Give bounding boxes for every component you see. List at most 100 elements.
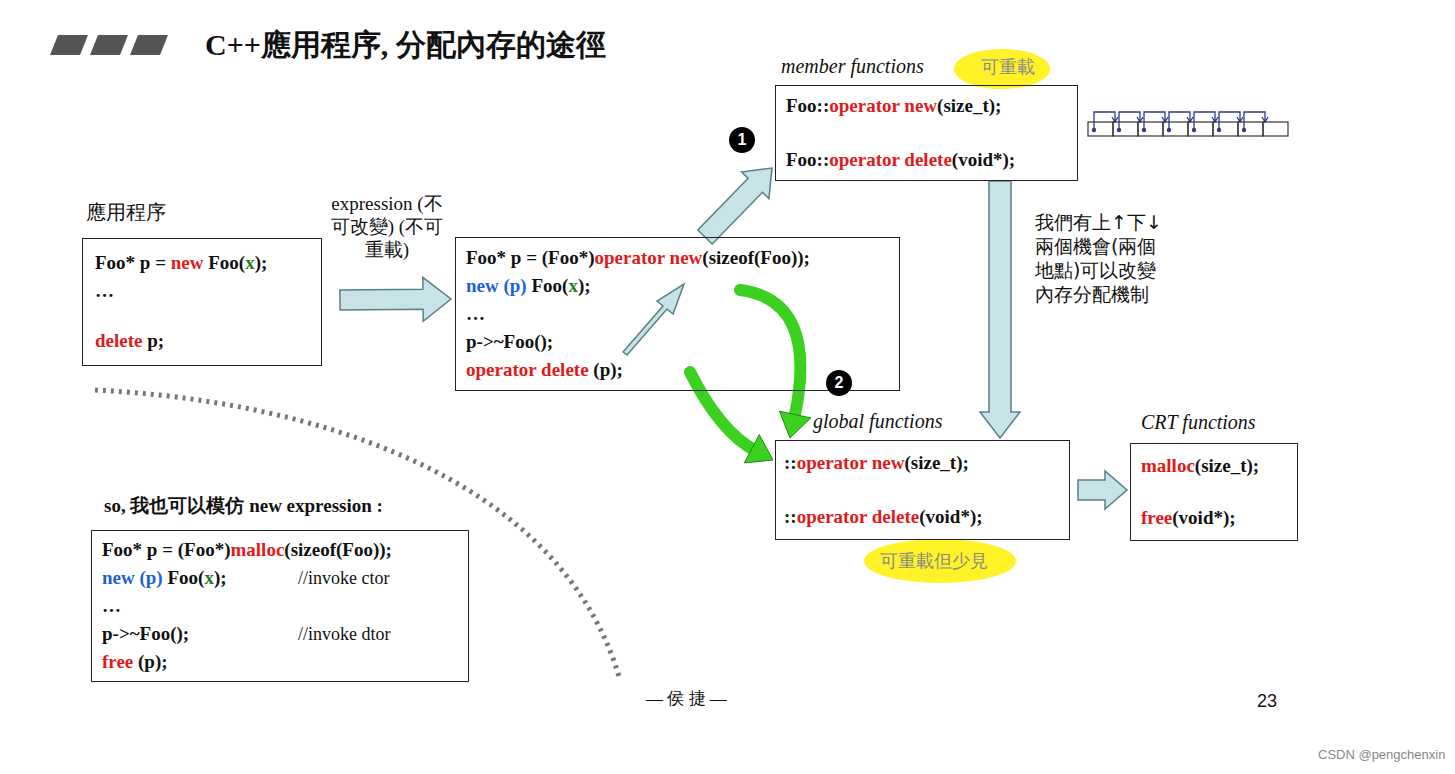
- block-arrow: [698, 168, 772, 244]
- pool-cell: [1238, 122, 1263, 136]
- page-number: 23: [1257, 690, 1277, 712]
- box-heading: so, 我也可以模仿 new expression :: [104, 493, 383, 519]
- keyword: delete: [95, 330, 142, 351]
- edge-label: expression (不可改變) (不可重載): [328, 192, 446, 261]
- keyword: operator new: [829, 95, 937, 116]
- code-line: Foo::operator delete(void*);: [786, 146, 1015, 174]
- keyword: operator new: [797, 452, 905, 473]
- code-line: Foo* p = (Foo*)malloc(sizeof(Foo));: [102, 536, 392, 564]
- code-line: Foo* p = (Foo*)operator new(sizeof(Foo))…: [466, 244, 810, 272]
- arrow-head: [779, 411, 810, 438]
- keyword: operator delete: [829, 149, 952, 170]
- code-line: …: [102, 592, 121, 620]
- pool-link: [1094, 112, 1118, 130]
- code-row: Foo::operator delete(void*);: [786, 146, 1067, 174]
- title: C++應用程序, 分配內存的途徑: [205, 26, 606, 64]
- code-row: p->~Foo();: [466, 328, 889, 356]
- green-arrow: [740, 290, 811, 438]
- code-row: new (p) Foo(x);//invoke ctor: [102, 564, 458, 592]
- code-comment: //invoke ctor: [298, 564, 389, 592]
- pool-cell: [1188, 122, 1213, 136]
- code-box: Foo* p = new Foo(x);…delete p;應用程序: [82, 238, 322, 366]
- block-arrow: [1078, 471, 1127, 509]
- pool-cell: [1138, 122, 1163, 136]
- pool-link: [1144, 112, 1168, 130]
- code-row: Foo* p = (Foo*)malloc(sizeof(Foo));: [102, 536, 458, 564]
- pool-link: [1219, 112, 1243, 130]
- arrow-shape: [980, 181, 1020, 438]
- keyword: operator delete: [797, 506, 920, 527]
- title-block: [90, 35, 128, 55]
- imitation-box: Foo* p = (Foo*)malloc(sizeof(Foo));new (…: [91, 530, 469, 682]
- blue-arrow-shape: [623, 284, 684, 355]
- keyword: new (p): [102, 567, 163, 588]
- code-line: free(void*);: [1141, 504, 1236, 532]
- code-line: Foo* p = new Foo(x);: [95, 249, 267, 277]
- code-line: …: [95, 277, 114, 305]
- member-functions-box: Foo::operator new(size_t);Foo::operator …: [775, 85, 1078, 181]
- note-text: 可重載但少見: [880, 549, 988, 573]
- title-block: [130, 35, 168, 55]
- keyword: new (p): [466, 275, 527, 296]
- code-line: malloc(size_t);: [1141, 452, 1259, 480]
- code-line: free (p);: [102, 648, 168, 676]
- blue-arrow: [623, 284, 684, 355]
- crt-functions-box: malloc(size_t);free(void*);CRT functions: [1130, 443, 1298, 541]
- code-row: new (p) Foo(x);: [466, 272, 889, 300]
- code-line: p->~Foo();: [466, 328, 553, 356]
- callout-number: 1: [729, 127, 755, 153]
- pool-link: [1169, 112, 1193, 130]
- title-block: [50, 35, 88, 55]
- pool-cell: [1213, 122, 1238, 136]
- arrow-shape: [1078, 471, 1127, 509]
- code-row: …: [95, 277, 309, 305]
- keyword: malloc: [231, 539, 285, 560]
- watermark: CSDN @pengchenxin: [1318, 746, 1445, 764]
- code-line: …: [466, 300, 485, 328]
- keyword: new: [171, 252, 204, 273]
- author-name: — 侯 捷 —: [646, 688, 727, 710]
- code-line: Foo::operator new(size_t);: [786, 92, 1001, 120]
- keyword: malloc: [1141, 455, 1195, 476]
- curve-shaft: [690, 372, 756, 451]
- code-line: ::operator new(size_t);: [784, 449, 969, 477]
- pool-cell: [1263, 122, 1288, 136]
- arrow-shape: [698, 168, 772, 244]
- keyword: x: [204, 567, 214, 588]
- expression-box: Foo* p = (Foo*)operator new(sizeof(Foo))…: [455, 237, 900, 391]
- code-line: delete p;: [95, 327, 164, 355]
- code-row: Foo* p = (Foo*)operator new(sizeof(Foo))…: [466, 244, 889, 272]
- block-arrow: [340, 277, 451, 321]
- code-row: Foo::operator new(size_t);: [786, 92, 1067, 120]
- highlight-mark: [954, 49, 1050, 89]
- keyword: x: [568, 275, 578, 296]
- curve-shaft: [740, 290, 800, 419]
- memory-pool-illustration: [1088, 112, 1288, 136]
- green-arrow: [690, 372, 773, 463]
- code-row: …: [102, 592, 458, 620]
- keyword: free: [102, 651, 133, 672]
- pool-link: [1194, 112, 1218, 130]
- code-row: Foo* p = new Foo(x);: [95, 249, 309, 277]
- code-line: p->~Foo();: [102, 620, 298, 648]
- keyword: operator delete: [466, 359, 589, 380]
- arrow-head: [744, 435, 773, 463]
- note-text: 可重載: [981, 55, 1035, 79]
- global-functions-box: ::operator new(size_t);::operator delete…: [775, 440, 1070, 540]
- pool-cell: [1163, 122, 1188, 136]
- code-row: p->~Foo();//invoke dtor: [102, 620, 458, 648]
- title-blocks: [50, 35, 168, 55]
- code-comment: //invoke dtor: [298, 620, 391, 648]
- box-heading: global functions: [813, 408, 942, 434]
- block-arrow: [980, 181, 1020, 438]
- code-row: …: [466, 300, 889, 328]
- pool-cell: [1088, 122, 1113, 136]
- code-row: ::operator delete(void*);: [784, 503, 1061, 531]
- pool-link: [1244, 112, 1268, 130]
- note-text: 我們有上↑下↓ 兩個機會(兩個 地點)可以改變 內存分配機制: [1035, 210, 1177, 306]
- box-heading: member functions: [781, 53, 924, 79]
- code-line: ::operator delete(void*);: [784, 503, 983, 531]
- code-row: free (p);: [102, 648, 458, 676]
